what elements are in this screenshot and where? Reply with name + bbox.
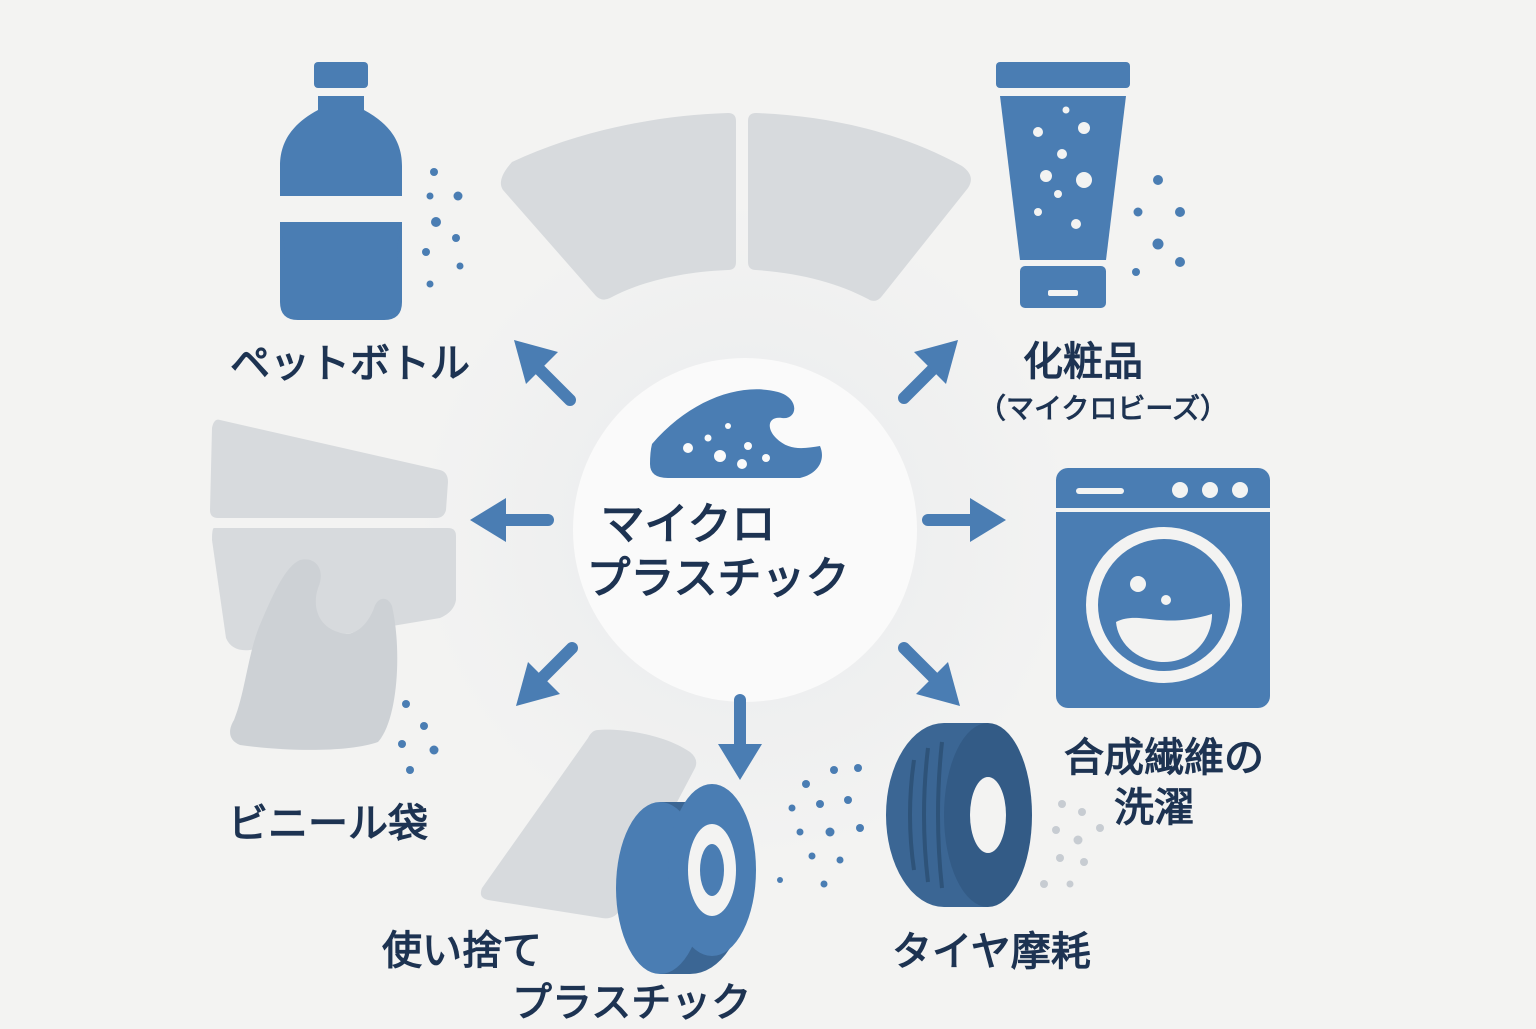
bottle-label: ペットボトル [230,341,470,387]
fiber-label: 合成繊維の 洗濯 [1064,733,1264,833]
disposable-label-line-1: 使い捨て [382,928,542,974]
cosmetics-label-sub: （マイクロビーズ） [977,392,1229,425]
bag-background-shapes [210,419,456,750]
fiber-label-line-2: 洗濯 [1114,785,1194,831]
wave-icon [650,389,822,478]
cosmetics-label-main: 化粧品 [1023,339,1143,385]
tire-particles [1040,800,1104,888]
tire-label: タイヤ摩耗 [892,929,1091,975]
disposable-label: 使い捨て プラスチック [382,925,751,1029]
arrow-to-tire [898,642,960,706]
center-label-line-2: プラスチック [586,552,850,604]
washing-machine-icon [1056,468,1270,708]
bag-particles [398,700,439,774]
disposable-particles [777,764,864,888]
bag-top-shape [210,419,448,518]
fiber-label-line-1: 合成繊維の [1064,735,1264,781]
arrow-to-bottle [514,340,576,406]
arrow-to-cosmetics [898,340,958,404]
tire-icon [886,723,1032,907]
center-label-line-1: マイクロ [600,499,776,550]
center-label: マイクロ プラスチック [568,498,868,605]
tape-roll-icon [616,784,756,974]
cosmetic-tube-icon [996,62,1130,308]
plastic-bag-icon [230,559,398,750]
bag-label: ビニール袋 [228,801,428,847]
arc-segment-right [748,113,971,301]
arrow-to-disposable-left [516,642,578,706]
arrow-to-disposable [718,694,762,780]
cosmetics-label: 化粧品 （マイクロビーズ） [968,338,1238,426]
arc-segment-left [500,113,736,300]
arrows [470,340,1006,780]
bottle-icon [274,62,408,320]
arrow-to-bag [470,498,554,542]
disposable-wrap-shape [480,729,697,919]
cosmetics-particles [1132,175,1185,276]
top-arc-segments [500,113,971,301]
bottle-particles [422,168,464,288]
arrow-to-washer [922,498,1006,542]
disposable-label-line-2: プラスチック [512,980,752,1026]
